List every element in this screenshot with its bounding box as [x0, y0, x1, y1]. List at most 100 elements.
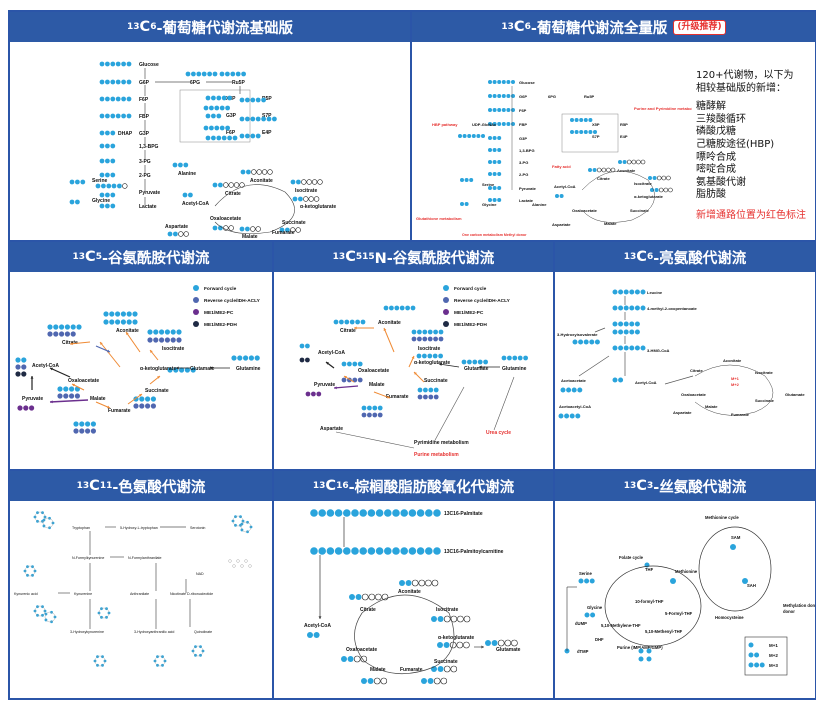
metabolite-label: Folate cycle	[619, 555, 644, 560]
metabolite-label: 3-Hydroxykynurenine	[70, 630, 104, 634]
arrow-head	[481, 645, 484, 649]
pathway-line	[433, 386, 465, 443]
isotope-circle	[492, 122, 497, 126]
isotope-circle	[159, 337, 165, 343]
isotope-circle	[477, 359, 483, 365]
isotope-circle	[612, 289, 618, 295]
isotope-circle	[742, 578, 748, 584]
metabolite-label: Serine	[579, 571, 592, 576]
isotope-circle	[147, 329, 153, 335]
metabolite-label: Acetyl-CoA	[32, 363, 59, 369]
isotope-circle	[279, 227, 285, 233]
arrow-head	[318, 616, 322, 619]
isotope-circle	[227, 135, 233, 141]
metabolite-label: Reverse cycle/IDH-ACLY	[204, 298, 261, 304]
isotope-circle	[105, 203, 110, 209]
isotope-circle	[511, 80, 515, 84]
isotope-circle	[456, 641, 464, 649]
metabolite-label: Fumarate	[731, 412, 750, 417]
metabolite-label: Purine and Pyrimidine metabolism	[634, 106, 692, 111]
metabolite-label: Isocitrate	[436, 607, 458, 613]
metabolite-label: Oxaloacetate	[358, 368, 389, 374]
isotope-circle	[126, 96, 132, 102]
isotope-circle	[147, 337, 153, 343]
isotope-circle	[110, 158, 116, 164]
isotope-circle	[188, 192, 193, 198]
metabolite-label: Anthranilate	[130, 592, 149, 596]
isotope-circle	[115, 61, 121, 67]
metabolite-label: Malate	[604, 221, 617, 226]
isotope-circle	[109, 311, 115, 317]
isotope-circle	[501, 122, 506, 126]
isotope-circle	[754, 662, 760, 668]
isotope-circle	[383, 305, 389, 311]
isotope-circle	[634, 305, 640, 311]
carbon-circle	[334, 509, 343, 517]
isotope-circle	[115, 319, 121, 325]
isotope-circle	[211, 95, 216, 101]
isotope-circle	[203, 125, 209, 131]
metabolite-label: Glutamate	[190, 366, 215, 372]
isotope-circle	[120, 311, 126, 317]
isotope-circle	[422, 353, 427, 359]
isotope-circle	[438, 353, 443, 359]
metabolite-label: THF	[645, 567, 654, 572]
metabolite-label: ME1/ME2-PDH	[454, 322, 487, 328]
isotope-circle	[17, 405, 23, 411]
metabolite-label: Nicotinate D-ribonucleotide	[170, 592, 213, 596]
metabolite-label: Aspartate	[552, 222, 571, 227]
isotope-circle	[492, 198, 497, 202]
isotope-circle	[443, 615, 451, 623]
isotope-circle	[355, 594, 362, 600]
metabolite-label: Glutathione metabolism	[416, 216, 462, 221]
metabolite-label: Aconitate	[398, 589, 421, 595]
arrow-head	[107, 405, 110, 409]
metabolite-label: Glucose	[519, 80, 536, 85]
isotope-circle	[377, 412, 383, 418]
isotope-circle	[433, 329, 438, 335]
metabolite-label: Pyruvate	[314, 382, 335, 388]
isotope-circle	[214, 125, 220, 131]
isotope-circle	[612, 321, 618, 327]
isotope-circle	[79, 428, 85, 434]
arrow-head	[210, 366, 213, 370]
isotope-circle	[394, 305, 400, 311]
isotope-circle	[566, 387, 572, 393]
isotope-circle	[460, 178, 464, 182]
isotope-circle	[90, 421, 96, 427]
pathway-arrow	[69, 341, 91, 345]
isotope-circle	[126, 79, 132, 85]
ring	[34, 605, 46, 617]
isotope-circle	[21, 357, 27, 363]
isotope-circle	[47, 331, 53, 337]
isotope-circle	[492, 136, 497, 140]
isotope-circle	[555, 194, 559, 198]
isotope-circle	[313, 196, 320, 202]
isotope-circle	[411, 329, 417, 335]
isotope-circle	[341, 656, 347, 662]
metabolite-label: Succinate	[630, 208, 650, 213]
pathway-line	[578, 355, 610, 377]
isotope-circle	[588, 130, 593, 134]
metabolite-label: Reverse cycle/IDH-ACLY	[454, 298, 511, 304]
isotope-circle	[646, 648, 652, 654]
metabolite-label: Kynurenine	[74, 592, 92, 596]
isotope-circle	[570, 130, 574, 134]
isotope-circle	[80, 179, 86, 185]
isotope-circle	[511, 122, 515, 126]
isotope-circle	[652, 176, 657, 180]
isotope-circle	[99, 158, 105, 164]
metabolite-label: 13C16-Palmitoylcarnitine	[444, 549, 504, 555]
metabolite-label: Glutamine	[502, 366, 527, 372]
metabolite-label: Serine	[482, 182, 495, 187]
metabolite-label: ME1/ME2-PC	[454, 310, 484, 316]
metabolite-label: Lactate	[139, 204, 157, 210]
recommend-badge: (升级推荐)	[673, 19, 726, 35]
isotope-circle	[357, 361, 363, 367]
metabolite-label: Oxaloacetate	[572, 208, 598, 213]
isotope-circle	[150, 403, 156, 409]
tca-cycle	[354, 594, 455, 675]
